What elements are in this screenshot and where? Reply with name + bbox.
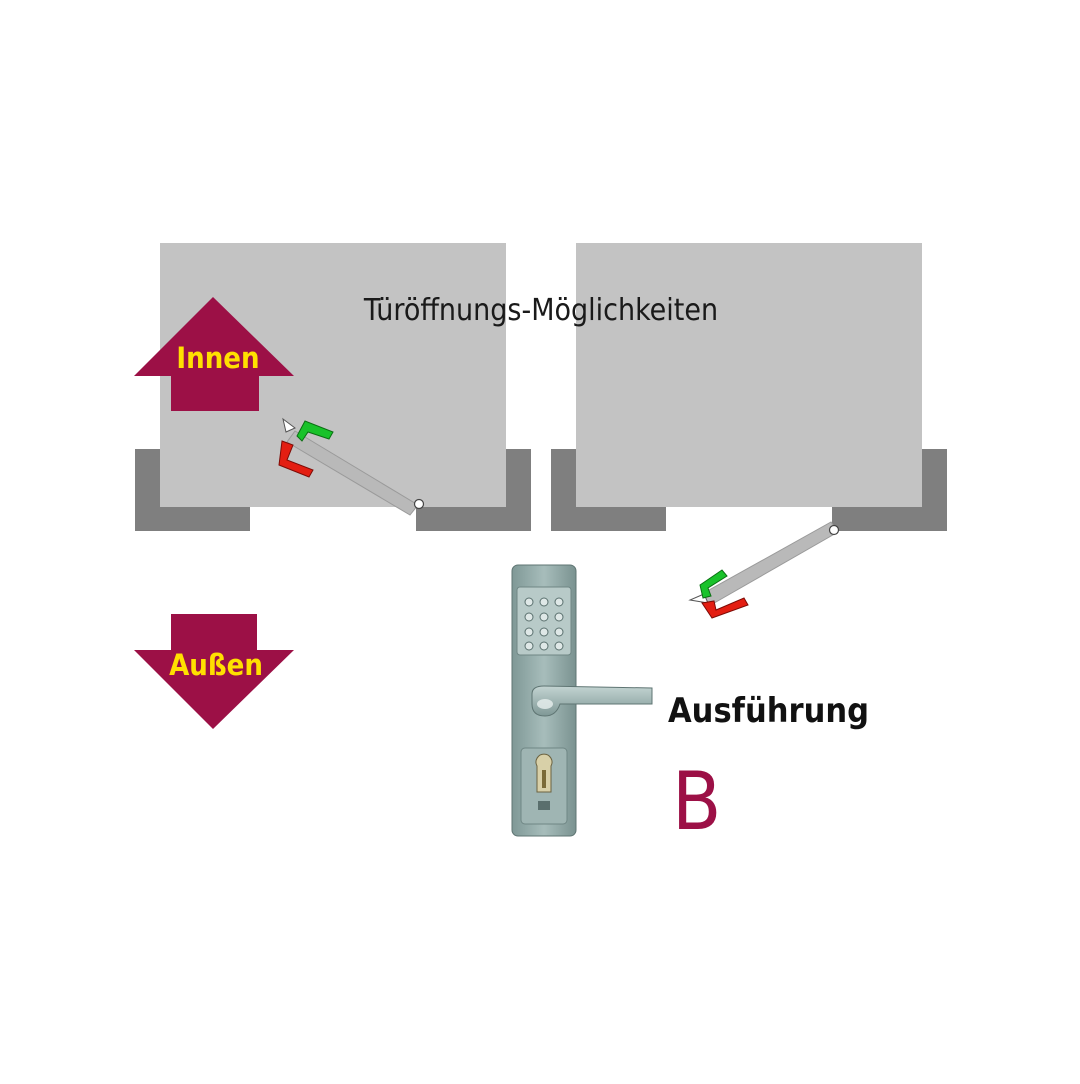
- wall-left-right: [416, 449, 531, 531]
- diagram-title: Türöffnungs-Möglichkeiten: [363, 293, 718, 328]
- threshold-right: [658, 507, 666, 521]
- variant-label: Ausführung: [668, 691, 869, 731]
- keypad-lock-icon: [511, 564, 653, 837]
- threshold-left: [242, 507, 250, 521]
- handle-green-right: [699, 569, 728, 599]
- arrow-up-icon: [134, 297, 294, 411]
- door-leaf-left: [278, 417, 425, 516]
- lever-handle: [531, 685, 653, 717]
- hinge-left: [413, 498, 425, 510]
- door-leaf-right: [688, 521, 840, 619]
- keypad-keys: [524, 597, 564, 651]
- handle-red-left: [278, 440, 314, 478]
- room-right-floor: [576, 243, 922, 507]
- arrow-down-icon: [134, 614, 294, 729]
- wall-left-left: [135, 449, 250, 531]
- wall-right-right: [832, 449, 947, 531]
- handle-red-right: [701, 597, 749, 619]
- handle-green-left: [296, 420, 334, 442]
- wall-right-left: [551, 449, 666, 531]
- brand-badge: [538, 801, 550, 810]
- outside-arrow: Außen: [134, 614, 294, 729]
- door-gap-left: [250, 507, 416, 531]
- room-right: [551, 243, 947, 531]
- inside-arrow: Innen: [134, 297, 294, 411]
- variant-letter: B: [672, 755, 721, 848]
- inside-label: Innen: [176, 341, 259, 375]
- hinge-right: [828, 524, 840, 536]
- outside-label: Außen: [169, 648, 263, 682]
